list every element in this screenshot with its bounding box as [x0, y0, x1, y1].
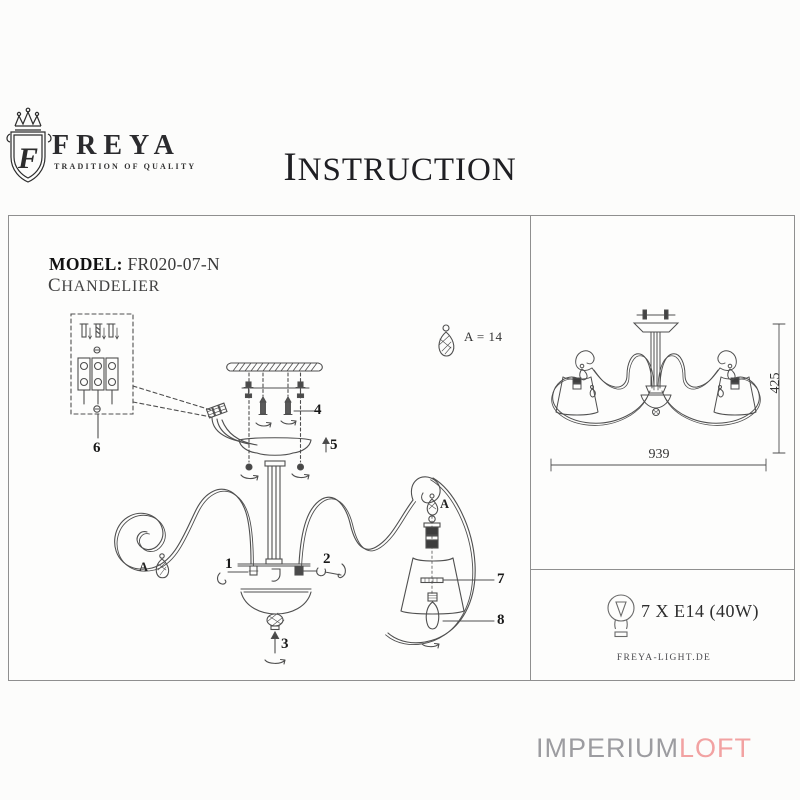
website-text: FREYA-LIGHT.DE: [616, 653, 712, 663]
terminal-block: [77, 357, 119, 413]
terminal-detail-box: [70, 313, 212, 439]
brand-name: FREYA: [52, 130, 181, 161]
crystal-drop-icon: [155, 553, 170, 579]
model-number: FR020-07-N: [127, 254, 220, 274]
candle-bulb: [421, 592, 440, 649]
finial-crystal-icon: [266, 612, 285, 631]
mounting-bracket: [241, 381, 310, 399]
fastener-callouts: [217, 563, 346, 585]
model-line: MODEL: FR020-07-N: [49, 254, 220, 275]
front-crystal-left: [579, 363, 588, 381]
part-label-1: 1: [225, 556, 233, 572]
glass-bowl: [240, 588, 312, 665]
right-arm-curl: [411, 476, 441, 504]
part-label-5: 5: [330, 437, 338, 453]
panel-divider-vertical: [530, 216, 531, 680]
terminal-screws: [79, 323, 119, 354]
freya-logo: F FREYA TRADITION OF QUALITY: [6, 104, 206, 194]
left-arm-scroll: [114, 488, 254, 579]
lamp-socket: [423, 515, 441, 549]
height-dimension: 425: [768, 372, 783, 394]
legend-crystal-icon: [438, 324, 455, 357]
imperiumloft-watermark: IMPERIUMLOFT: [536, 733, 752, 764]
front-crystal-right: [727, 363, 736, 381]
brand-tagline: TRADITION OF QUALITY: [54, 162, 197, 171]
page-title: INSTRUCTION: [283, 144, 517, 189]
crystal-drop-icon: [426, 493, 439, 516]
front-shade-right: [713, 376, 757, 416]
part-label-8: 8: [497, 612, 505, 628]
part-label-6: 6: [93, 440, 101, 456]
dimension-drawing: [550, 309, 786, 472]
front-view-bowl: [640, 394, 672, 416]
crystal-label-a-right: A: [440, 497, 450, 511]
model-label: MODEL:: [49, 254, 123, 274]
freya-shield-icon: F: [6, 107, 52, 183]
bulb-spec: 7 X E14 (40W): [641, 601, 759, 621]
front-view-mount: [632, 309, 680, 394]
front-shade-left: [555, 376, 599, 416]
watermark-imperium: IMPERIUM: [536, 733, 679, 763]
instruction-panel: MODEL: FR020-07-N CHANDELIER: [8, 215, 795, 681]
screw-icons: [255, 395, 297, 428]
dimension-lines: [550, 323, 786, 472]
part-label-4: 4: [314, 402, 322, 418]
part-label-7: 7: [497, 571, 505, 587]
legend-text: A = 14: [464, 329, 503, 344]
lampshade: [400, 557, 465, 615]
front-view-right-arm: [657, 350, 761, 426]
freya-monogram: F: [17, 142, 38, 175]
canopy-bolts: [240, 463, 310, 481]
wire-connector: [205, 402, 258, 446]
front-view-left-arm: [551, 350, 655, 426]
part-label-3: 3: [281, 636, 289, 652]
width-dimension: 939: [648, 447, 670, 462]
assembly-diagram: [70, 313, 495, 665]
bulb-icon: [607, 594, 635, 638]
model-type: CHANDELIER: [48, 275, 161, 296]
arm-hub: [237, 563, 311, 582]
part-label-2: 2: [323, 551, 331, 567]
central-rod: [265, 465, 283, 565]
alignment-dashes: [248, 372, 302, 463]
right-arm-scroll: [298, 476, 495, 649]
watermark-loft: LOFT: [679, 733, 753, 763]
panel-divider-horizontal: [530, 569, 794, 570]
ceiling-hatch: [226, 362, 323, 372]
crystal-label-a-left: A: [139, 560, 149, 574]
canopy: [238, 436, 330, 467]
